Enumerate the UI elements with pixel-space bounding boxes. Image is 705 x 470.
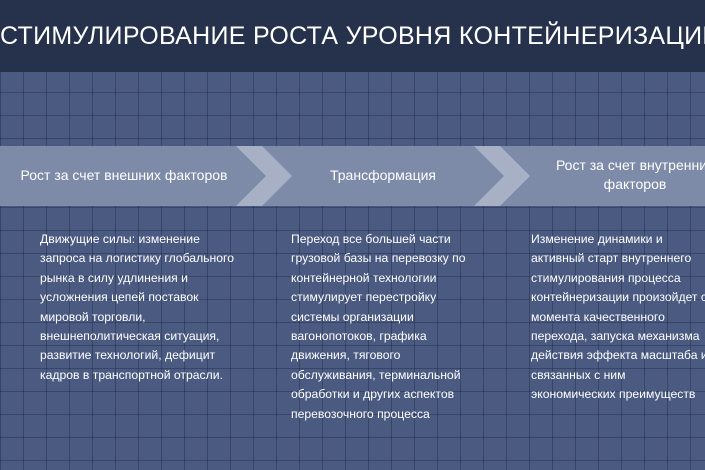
process-band-fill — [0, 146, 705, 206]
chevron-arrow-2 — [474, 146, 530, 206]
stage-description-transformation: Переход все большей части грузовой базы … — [291, 232, 466, 421]
stage-label-external: Рост за счет внешних факторов — [20, 167, 228, 183]
process-band — [0, 146, 705, 206]
chevron-arrow-1 — [236, 146, 292, 206]
stage-description-external: Движущие силы: изменение запроса на логи… — [40, 232, 234, 382]
header-bar: СТИМУЛИРОВАНИЕ РОСТА УРОВНЯ КОНТЕЙНЕРИЗА… — [0, 0, 705, 72]
stage-description-internal: Изменение динамики и активный старт внут… — [531, 232, 705, 402]
page-title: СТИМУЛИРОВАНИЕ РОСТА УРОВНЯ КОНТЕЙНЕРИЗА… — [0, 22, 705, 50]
stage-label-transformation: Трансформация — [330, 167, 436, 183]
stage-label-internal: Рост за счет внутренних факторов — [555, 157, 705, 192]
